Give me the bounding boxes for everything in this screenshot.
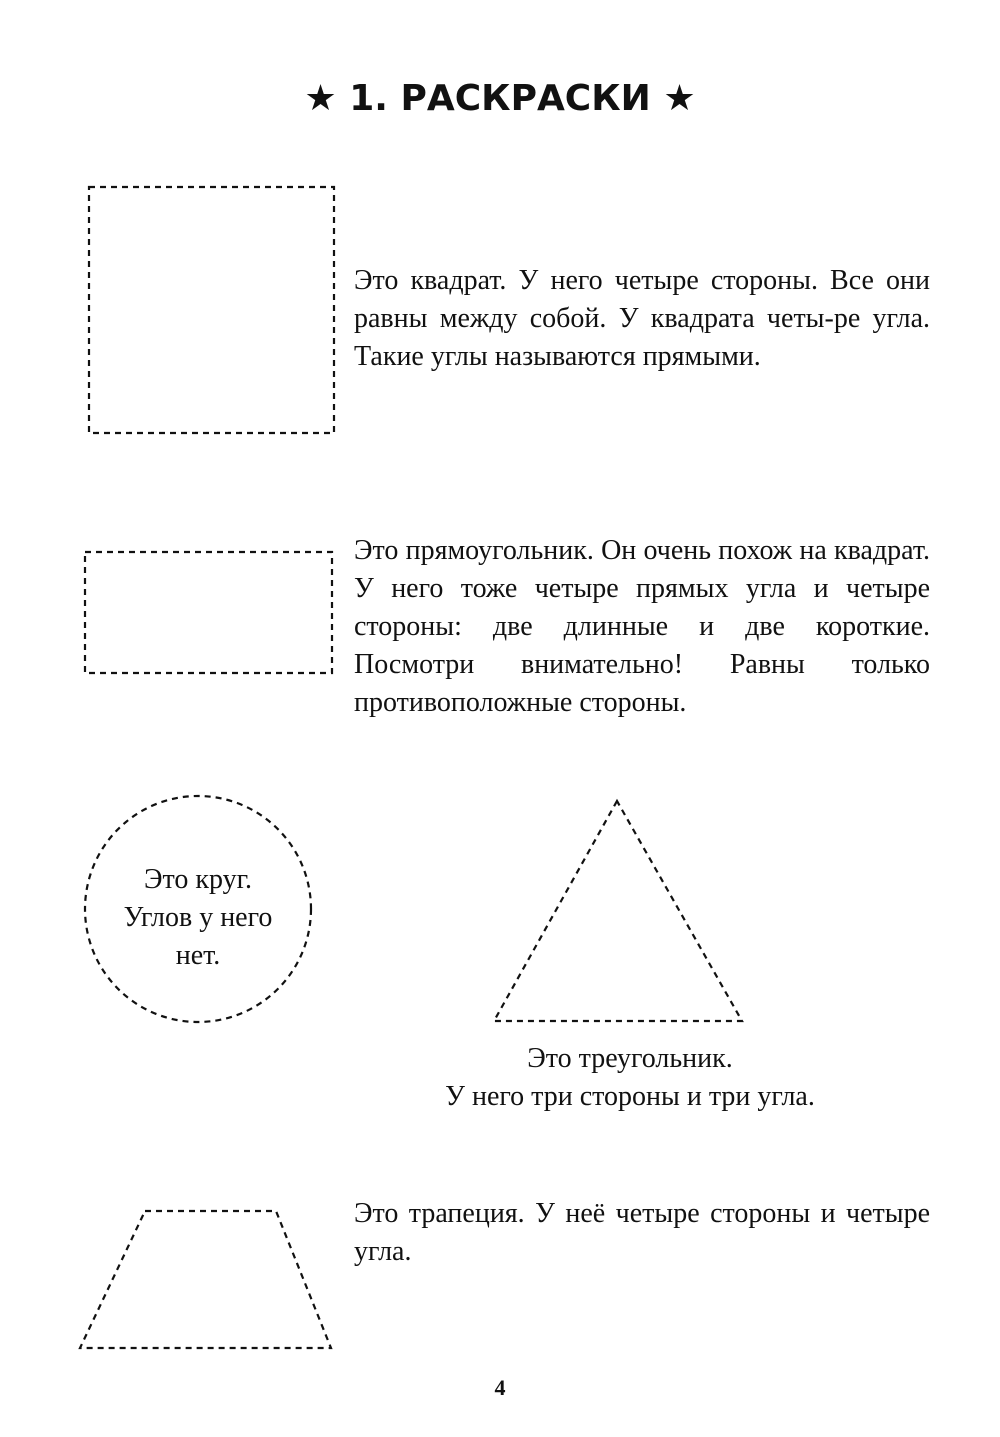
page-title: ★ 1. РАСКРАСКИ ★	[304, 78, 696, 119]
triangle-description: Это треугольник. У него три стороны и тр…	[380, 1040, 880, 1116]
square-description: Это квадрат. У него четыре стороны. Все …	[354, 265, 930, 372]
square-outline	[87, 185, 336, 435]
triangle-line: Это треугольник.	[527, 1043, 733, 1074]
circle-outline	[83, 794, 313, 1024]
page-number: 4	[494, 1375, 506, 1400]
trapezoid-outline	[78, 1209, 333, 1350]
rectangle-description: Это прямоугольник. Он очень похож на ква…	[354, 535, 930, 718]
triangle-line: У него три стороны и три угла.	[445, 1081, 815, 1112]
trapezoid-description: Это трапеция. У неё четыре стороны и чет…	[354, 1198, 930, 1267]
circle-line: нет.	[175, 940, 221, 971]
triangle-outline	[492, 798, 744, 1023]
circle-line: Это круг.	[144, 864, 252, 895]
circle-line: Углов у него	[123, 902, 273, 933]
rectangle-outline	[83, 550, 334, 675]
circle-description: Это круг. Углов у него нет.	[98, 861, 298, 975]
